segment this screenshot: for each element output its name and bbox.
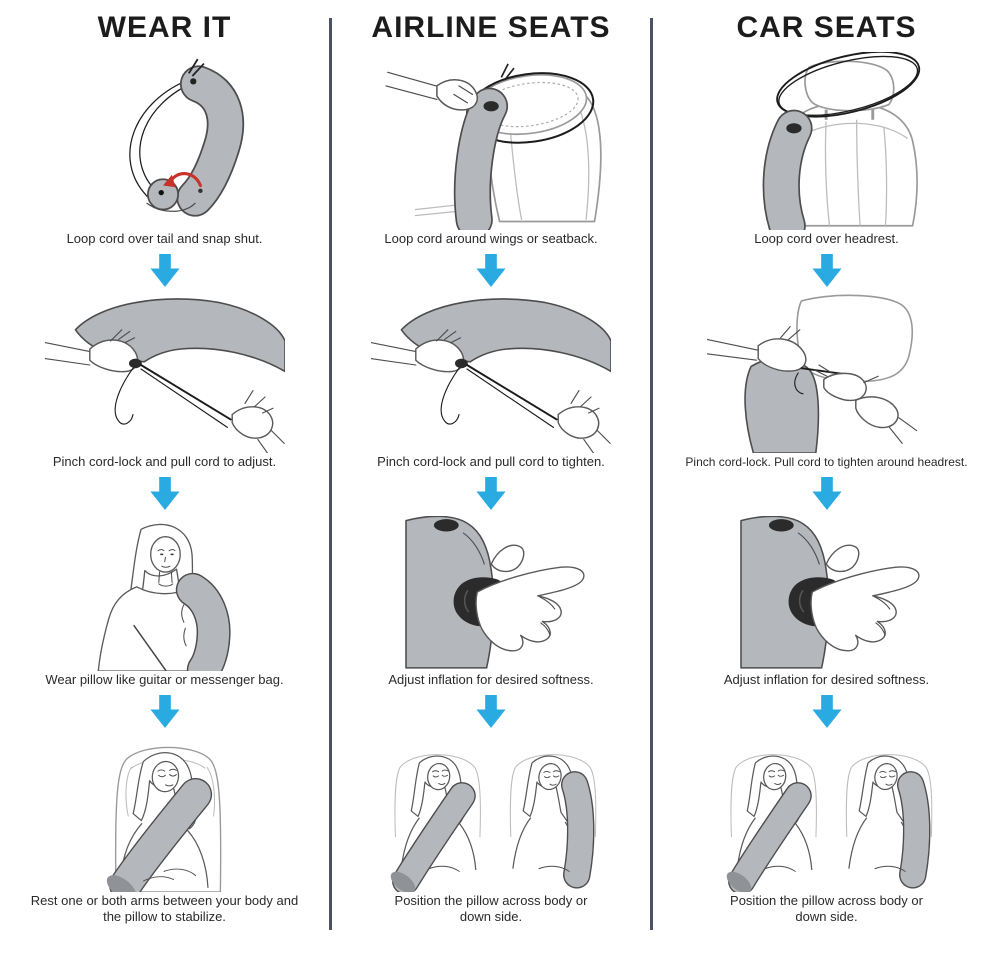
down-arrow-icon bbox=[476, 470, 506, 516]
step-airline-3: Adjust inflation for desired softness. bbox=[332, 516, 650, 734]
valve-adjust-inflation-icon bbox=[740, 516, 920, 669]
pillow-cord-loop-icon bbox=[58, 52, 272, 230]
down-arrow-icon bbox=[811, 247, 842, 293]
step-caption: Rest one or both arms between your body … bbox=[30, 893, 299, 924]
pinch-cordlock-pull-icon bbox=[44, 298, 285, 453]
step-wear-4: Rest one or both arms between your body … bbox=[0, 734, 329, 925]
valve-adjust-inflation-illustration bbox=[332, 516, 650, 671]
column-car-seats: CAR SEATS Loop cord over headrest. Pinch… bbox=[653, 0, 1000, 925]
step-airline-1: Loop cord around wings or seatback. bbox=[332, 52, 650, 293]
column-title-airline-seats: AIRLINE SEATS bbox=[371, 11, 611, 44]
two-sleepers-positions-icon bbox=[381, 734, 601, 892]
down-arrow-icon bbox=[811, 688, 842, 734]
down-arrow-icon bbox=[149, 688, 180, 734]
airline-seat-cord-loop-illustration bbox=[332, 52, 650, 230]
step-airline-2: Pinch cord-lock and pull cord to tighten… bbox=[332, 293, 650, 516]
pinch-cordlock-pull-illustration bbox=[0, 293, 329, 453]
woman-wearing-pillow-icon bbox=[54, 516, 275, 671]
step-wear-2: Pinch cord-lock and pull cord to adjust. bbox=[0, 293, 329, 516]
step-wear-3: Wear pillow like guitar or messenger bag… bbox=[0, 516, 329, 734]
pinch-cordlock-pull-illustration bbox=[332, 293, 650, 453]
step-caption: Loop cord over headrest. bbox=[754, 231, 899, 246]
woman-wearing-pillow-illustration bbox=[0, 516, 329, 671]
down-arrow-icon bbox=[476, 247, 506, 293]
column-title-car-seats: CAR SEATS bbox=[736, 11, 917, 44]
two-sleepers-positions-illustration bbox=[332, 734, 650, 892]
step-airline-4: Position the pillow across body or down … bbox=[332, 734, 650, 925]
pillow-cord-loop-illustration bbox=[0, 52, 329, 230]
airline-seat-cord-loop-icon bbox=[364, 52, 618, 230]
valve-adjust-inflation-icon bbox=[404, 516, 585, 669]
down-arrow-icon bbox=[149, 470, 180, 516]
valve-adjust-inflation-illustration bbox=[653, 516, 1000, 671]
two-sleepers-positions-icon bbox=[717, 734, 937, 892]
column-divider bbox=[650, 18, 653, 930]
step-caption: Adjust inflation for desired softness. bbox=[723, 672, 930, 687]
car-seat-headrest-loop-icon bbox=[699, 52, 953, 230]
step-car-1: Loop cord over headrest. bbox=[653, 52, 1000, 293]
step-caption: Position the pillow across body or down … bbox=[730, 893, 923, 924]
column-title-wear-it: WEAR IT bbox=[97, 11, 232, 44]
column-divider bbox=[329, 18, 332, 930]
step-caption: Loop cord over tail and snap shut. bbox=[66, 231, 263, 246]
down-arrow-icon bbox=[811, 470, 842, 516]
sleeper-pillow-across-body-illustration bbox=[0, 734, 329, 892]
car-seat-headrest-loop-illustration bbox=[653, 52, 1000, 230]
pinch-cordlock-headrest-illustration bbox=[653, 293, 1000, 453]
column-airline-seats: AIRLINE SEATS Loop cord around wings or … bbox=[332, 0, 650, 925]
step-caption: Pinch cord-lock. Pull cord to tighten ar… bbox=[685, 455, 968, 469]
step-car-4: Position the pillow across body or down … bbox=[653, 734, 1000, 925]
step-caption: Adjust inflation for desired softness. bbox=[388, 672, 594, 687]
step-caption: Pinch cord-lock and pull cord to adjust. bbox=[52, 454, 277, 469]
sleeper-pillow-across-body-icon bbox=[61, 734, 267, 892]
step-caption: Wear pillow like guitar or messenger bag… bbox=[45, 672, 284, 687]
down-arrow-icon bbox=[149, 247, 180, 293]
step-caption: Pinch cord-lock and pull cord to tighten… bbox=[377, 454, 605, 469]
pinch-cordlock-headrest-icon bbox=[706, 294, 918, 453]
down-arrow-icon bbox=[476, 688, 506, 734]
step-car-2: Pinch cord-lock. Pull cord to tighten ar… bbox=[653, 293, 1000, 516]
step-wear-1: Loop cord over tail and snap shut. bbox=[0, 52, 329, 293]
pinch-cordlock-pull-icon bbox=[371, 298, 611, 453]
column-wear-it: WEAR IT Loop cord over tail and snap shu… bbox=[0, 0, 329, 925]
step-caption: Position the pillow across body or down … bbox=[394, 893, 588, 924]
step-car-3: Adjust inflation for desired softness. bbox=[653, 516, 1000, 734]
step-caption: Loop cord around wings or seatback. bbox=[384, 231, 598, 246]
two-sleepers-positions-illustration bbox=[653, 734, 1000, 892]
